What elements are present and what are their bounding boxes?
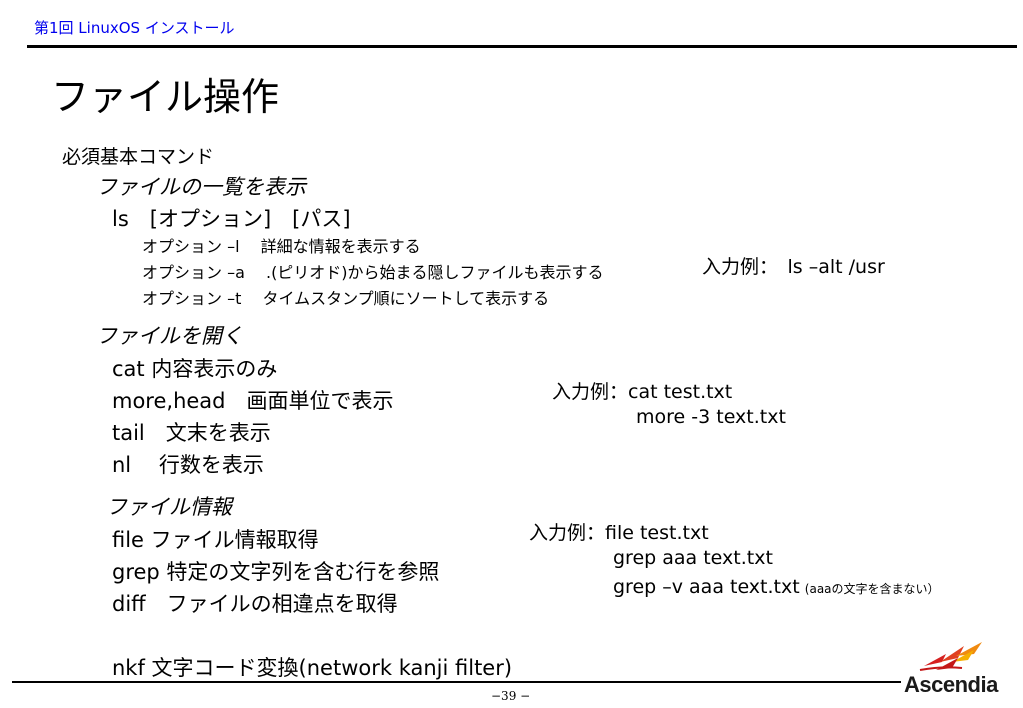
example-note: (aaaの文字を含まない） [804, 582, 940, 596]
footer-divider [883, 681, 901, 683]
example-ls: 入力例： ls –alt /usr [702, 256, 885, 278]
command-line: nl 行数を表示 [112, 453, 264, 477]
command-line: tail 文末を表示 [112, 421, 271, 445]
option-line: オプション –a .(ピリオド)から始まる隠しファイルも表示する [142, 263, 604, 282]
example-info-line3: grep –v aaa text.txt (aaaの文字を含まない） [613, 576, 940, 598]
option-line: オプション –l 詳細な情報を表示する [142, 237, 421, 256]
example-open: 入力例：cat test.txt [552, 381, 733, 403]
page-number: −39 − [491, 689, 531, 703]
subheading-info: ファイル情報 [106, 495, 232, 519]
command-line: file ファイル情報取得 [112, 528, 319, 552]
header-divider [27, 45, 1017, 48]
example-info: 入力例：file test.txt [529, 522, 709, 544]
logo-text: Ascendia [904, 672, 998, 697]
section-heading: 必須基本コマンド [62, 146, 215, 168]
command-line: grep 特定の文字列を含む行を参照 [112, 560, 440, 584]
slide-title: ファイル操作 [51, 75, 280, 119]
command-line: cat 内容表示のみ [112, 357, 278, 381]
option-line: オプション –t タイムスタンプ順にソートして表示する [142, 289, 550, 308]
command-line: more,head 画面単位で表示 [112, 389, 394, 413]
bird-swoosh-icon [919, 642, 982, 671]
example-open-line2: more -3 text.txt [636, 406, 786, 428]
example-info-line2: grep aaa text.txt [613, 547, 773, 569]
footer-divider [12, 681, 884, 683]
ascendia-logo: Ascendia [902, 640, 1012, 702]
ls-command: ls [オプション] [パス] [112, 207, 351, 231]
subheading-open: ファイルを開く [96, 324, 243, 348]
course-header: 第1回 LinuxOS インストール [34, 19, 235, 37]
command-line: diff ファイルの相違点を取得 [112, 592, 398, 616]
example-grep-v: grep –v aaa text.txt [613, 576, 800, 598]
nkf-line: nkf 文字コード変換(network kanji filter) [112, 656, 513, 680]
subheading-list: ファイルの一覧を表示 [96, 175, 306, 199]
